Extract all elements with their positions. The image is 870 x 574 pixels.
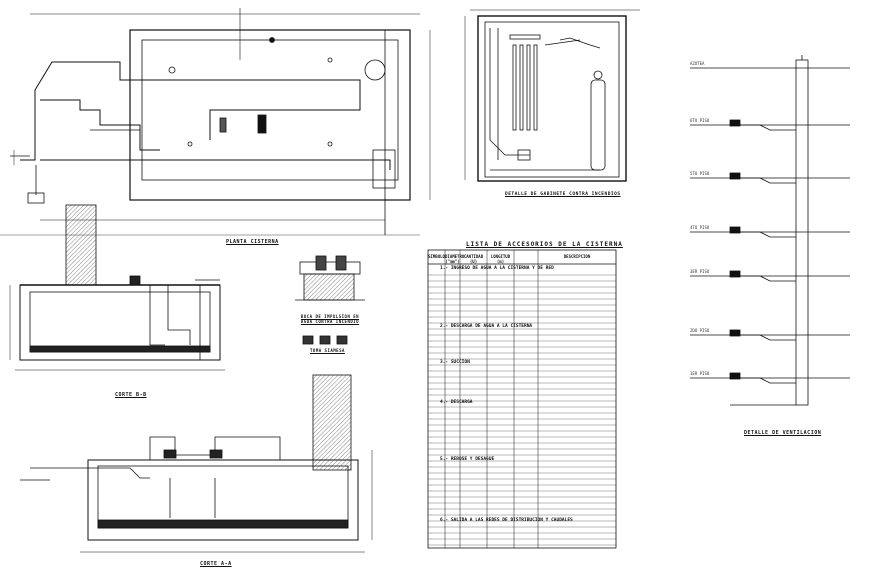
gabinete-drawing xyxy=(464,9,640,182)
corte-aa-drawing xyxy=(20,374,373,553)
riser-level-azotea: AZOTEA xyxy=(690,61,705,66)
corte-aa-title: CORTE A-A xyxy=(200,561,232,567)
riser-level-1: 1ER PISO xyxy=(690,371,710,376)
accessories-table-grid xyxy=(427,249,617,549)
ventilacion-drawing xyxy=(690,55,850,406)
table-section-3: 3.- SUCCION xyxy=(440,360,470,365)
ventilacion-title: DETALLE DE VENTILACION xyxy=(744,430,822,436)
table-header-cantidad: CANTIDAD (U) xyxy=(463,254,484,264)
boca-impulsion-drawing xyxy=(295,255,365,345)
riser-level-3: 3ER PISO xyxy=(690,269,710,274)
riser-level-4: 4TO PISO xyxy=(690,225,710,230)
planta-cisterna-title: PLANTA CISTERNA xyxy=(226,239,279,245)
table-section-6: 6.- SALIDA A LAS REDES DE DISTRIBUCION Y… xyxy=(440,518,573,523)
boca-impulsion-title: BOCA DE IMPULSION EN AGUA CONTRA INCENDI… xyxy=(300,314,360,324)
riser-level-5: 5TO PISO xyxy=(690,171,710,176)
accessories-table-title: LISTA DE ACCESORIOS DE LA CISTERNA xyxy=(466,241,623,248)
planta-cisterna-drawing xyxy=(0,8,431,236)
table-section-1: 1.- INGRESO DE AGUA A LA CISTERNA Y DE R… xyxy=(440,266,554,271)
table-header-diametro: DIAMETRO ("mm") xyxy=(445,254,465,264)
table-header-simbolo: SIMBOLO xyxy=(428,254,445,259)
table-header-descripcion: DESCRIPCION xyxy=(563,254,591,259)
table-header-longitud: LONGITUD (m) xyxy=(490,254,511,264)
table-section-4: 4.- DESCARGA xyxy=(440,400,473,405)
table-section-5: 5.- REBOSE Y DESAGUE xyxy=(440,457,495,462)
corte-bb-drawing xyxy=(9,204,225,371)
gabinete-title: DETALLE DE GABINETE CONTRA INCENDIOS xyxy=(505,192,621,197)
toma-siamesa-title: TOMA SIAMESA xyxy=(310,348,345,353)
riser-level-2: 2DO PISO xyxy=(690,328,710,333)
corte-bb-title: CORTE B-B xyxy=(115,392,147,398)
table-section-2: 2.- DESCARGA DE AGUA A LA CISTERNA xyxy=(440,324,533,329)
riser-level-6: 6TO PISO xyxy=(690,118,710,123)
